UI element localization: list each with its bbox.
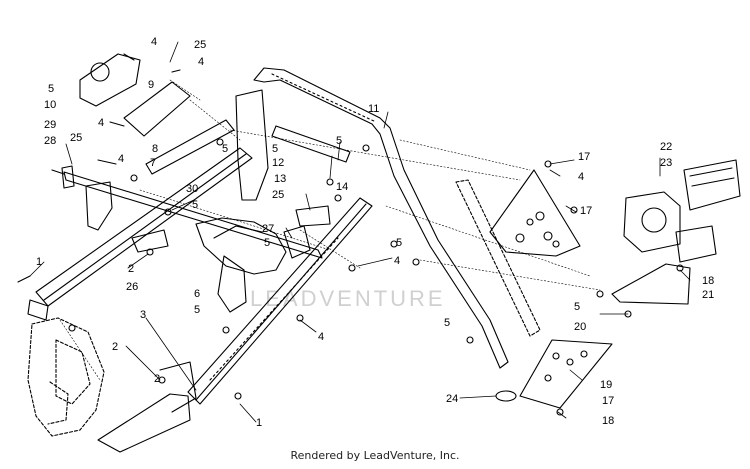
vertical-plate <box>235 89 269 201</box>
callout-10: 10 <box>44 99 56 111</box>
callout-9: 9 <box>148 79 154 91</box>
callout-29: 27 <box>262 223 274 235</box>
callout-19: 18 <box>602 415 614 427</box>
dotted-brace <box>455 179 541 337</box>
callout-7: 7 <box>150 157 156 169</box>
pad-plate <box>123 81 191 137</box>
leader-lines <box>59 79 601 381</box>
lower-frame-rail <box>27 147 253 321</box>
side-gusset-plate <box>489 169 581 257</box>
controller-box <box>683 159 741 211</box>
callout-5f: 5 <box>264 237 270 249</box>
callout-4f: 4 <box>394 255 400 267</box>
lower-bracket <box>97 361 197 453</box>
callout-2a: 2 <box>128 263 134 275</box>
callout-1b: 1 <box>256 417 262 429</box>
callout-22: 22 <box>660 141 672 153</box>
support-link <box>295 205 331 227</box>
mount-angle <box>145 119 235 175</box>
cross-tube <box>61 165 323 259</box>
latch-bracket <box>131 229 169 253</box>
callout-3: 3 <box>140 309 146 321</box>
seat-bracket <box>195 217 287 313</box>
callout-5b: 5 <box>222 143 228 155</box>
strap-bracket <box>271 125 351 163</box>
callout-12: 12 <box>272 157 284 169</box>
callout-25c: 25 <box>272 189 284 201</box>
callout-5h: 5 <box>574 301 580 313</box>
rail-bracket <box>85 181 113 231</box>
callout-5e: 5 <box>192 199 198 211</box>
callout-11: 11 <box>368 103 379 115</box>
callout-5i: 5 <box>194 304 200 316</box>
callout-25b: 25 <box>70 132 82 144</box>
callout-5j: 5 <box>444 317 450 329</box>
callout-4c: 4 <box>98 117 104 129</box>
callout-4a: 4 <box>151 36 157 48</box>
footer-credit: Rendered by LeadVenture, Inc. <box>290 449 460 462</box>
callout-5c: 5 <box>272 143 278 155</box>
watermark-text: LEADVENTURE <box>250 286 446 311</box>
callout-2c: 2 <box>154 373 160 385</box>
callout-5g: 5 <box>396 237 402 249</box>
grommet-ring <box>495 390 517 402</box>
callout-4d: 4 <box>118 153 124 165</box>
callout-1a: 1 <box>36 256 42 268</box>
callout-labels: 4 25 4 5 9 10 11 29 4 25 28 8 5 5 5 4 7 … <box>36 36 714 429</box>
callout-18: 19 <box>600 379 612 391</box>
callout-14: 14 <box>336 181 348 193</box>
callout-25a: 25 <box>194 39 206 51</box>
callout-20: 20 <box>574 321 586 333</box>
callout-17b: 17 <box>602 395 614 407</box>
callout-28: 26 <box>126 281 138 293</box>
motor-assembly <box>623 191 717 263</box>
callout-leaders <box>29 41 691 423</box>
callout-24: 24 <box>446 393 458 405</box>
callout-2b: 2 <box>112 341 118 353</box>
diagonal-side-rail <box>187 197 373 405</box>
callout-21: 21 <box>702 289 714 301</box>
callout-13: 13 <box>274 173 286 185</box>
callout-5a: 5 <box>48 83 54 95</box>
callout-23: 23 <box>660 157 672 169</box>
rear-brace-plate <box>519 339 613 409</box>
callout-8: 8 <box>152 143 158 155</box>
small-bracket <box>283 225 311 259</box>
upper-mount <box>79 53 141 107</box>
callout-17a: 18 <box>702 275 714 287</box>
callout-15: 17 <box>578 151 590 163</box>
callout-4b: 4 <box>198 56 204 68</box>
callout-4e: 4 <box>578 171 584 183</box>
callout-27: 29 <box>44 119 56 131</box>
right-bracket <box>611 263 691 305</box>
callout-6: 6 <box>194 288 200 300</box>
front-lower-frame <box>27 317 105 437</box>
main-hoop <box>253 67 509 369</box>
callout-16: 17 <box>580 205 592 217</box>
callout-30: 30 <box>186 183 198 195</box>
callout-4g: 4 <box>318 331 324 343</box>
callout-5d: 5 <box>336 135 342 147</box>
callout-26: 28 <box>44 135 56 147</box>
